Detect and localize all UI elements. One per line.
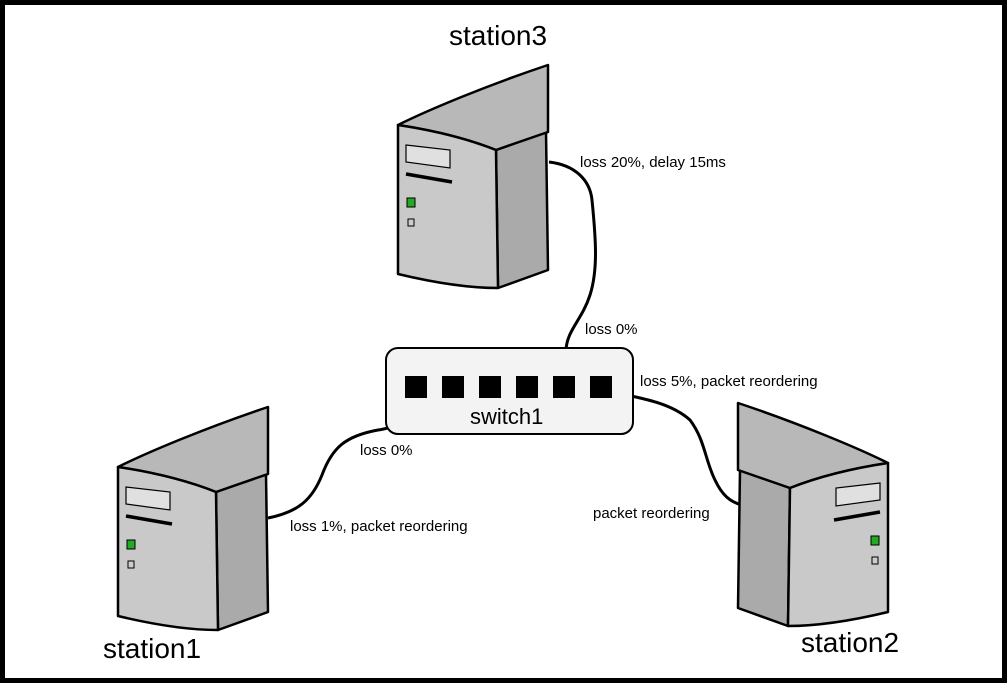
station1-label: station1 bbox=[103, 633, 202, 664]
station3-computer-icon bbox=[396, 63, 550, 290]
switch-port-3 bbox=[479, 376, 501, 398]
cable-station3 bbox=[548, 160, 597, 385]
switch-icon bbox=[385, 347, 634, 435]
switch-port-6 bbox=[590, 376, 612, 398]
link-label-station2-side: packet reordering bbox=[593, 505, 710, 522]
station2-label: station2 bbox=[801, 627, 900, 658]
link-label-station1-side: loss 1%, packet reordering bbox=[290, 518, 468, 535]
station3-label: station3 bbox=[449, 20, 548, 51]
link-label-switch-station3-side: loss 0% bbox=[585, 321, 638, 338]
link-label-station3-side: loss 20%, delay 15ms bbox=[580, 154, 726, 171]
switch-label: switch1 bbox=[470, 404, 544, 429]
link-label-switch-station1-side: loss 0% bbox=[360, 442, 413, 459]
station1-computer-icon bbox=[116, 405, 270, 632]
link-label-switch-station2-side: loss 5%, packet reordering bbox=[640, 373, 818, 390]
switch-port-5 bbox=[553, 376, 575, 398]
cable-station2 bbox=[602, 388, 743, 507]
switch-port-1 bbox=[405, 376, 427, 398]
switch-port-2 bbox=[442, 376, 464, 398]
station2-computer-icon bbox=[736, 401, 890, 628]
switch-port-4 bbox=[516, 376, 538, 398]
